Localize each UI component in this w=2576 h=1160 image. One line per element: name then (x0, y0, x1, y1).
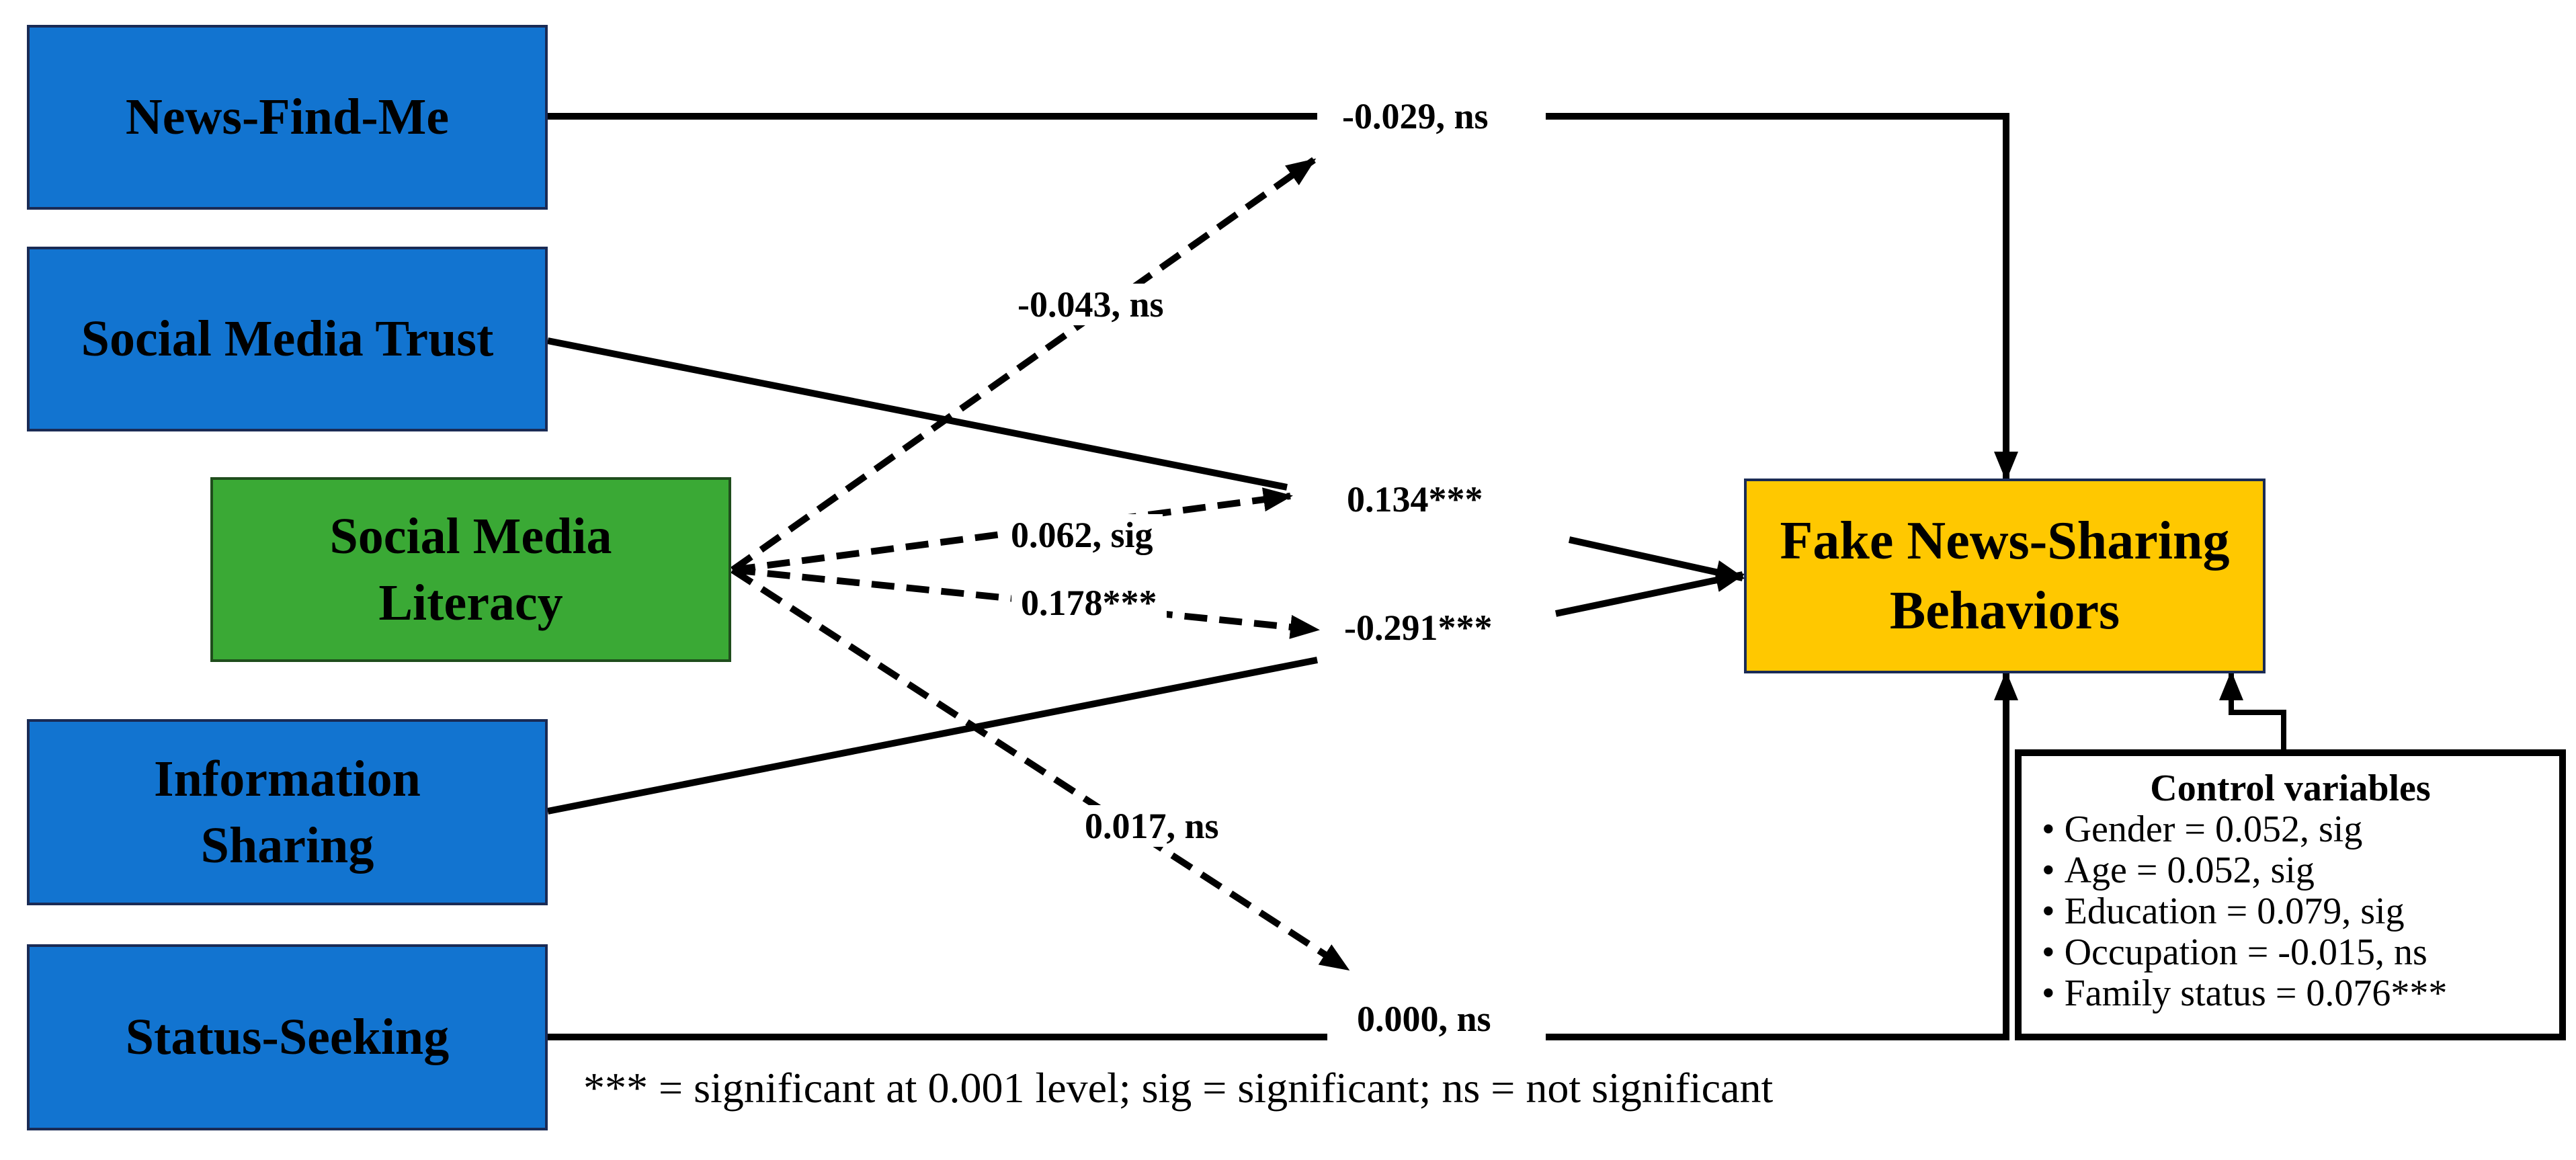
label-path-news-find-me: -0.029, ns (1333, 95, 1498, 138)
node-information-sharing: Information Sharing (27, 719, 548, 905)
node-status-seeking: Status-Seeking (27, 944, 548, 1130)
path-social-media-trust (547, 337, 1288, 491)
control-item-education: Education = 0.079, sig (2042, 891, 2559, 932)
label-moderation-status-seeking: 0.017, ns (1075, 805, 1229, 847)
path-information-sharing (547, 657, 1318, 815)
node-outcome-label-2: Behaviors (1889, 581, 2120, 640)
control-item-occupation: Occupation = -0.015, ns (2042, 932, 2559, 973)
moderation-news-find-me (731, 157, 1317, 573)
label-path-status-seeking: 0.000, ns (1347, 998, 1501, 1040)
label-path-information-sharing: -0.291*** (1335, 607, 1502, 649)
path-status-seeking-b (1546, 671, 2018, 1040)
label-path-social-media-trust: 0.134*** (1337, 479, 1493, 521)
moderation-status-seeking (731, 567, 1350, 972)
path-news-find-me-b (1546, 113, 2018, 481)
label-moderation-news-find-me: -0.043, ns (1008, 284, 1173, 326)
control-variables-box: Control variables Gender = 0.052, sig Ag… (2015, 749, 2566, 1040)
control-item-family-status: Family status = 0.076*** (2042, 973, 2559, 1014)
path-converge-upper (1568, 536, 1745, 584)
path-controls (2219, 671, 2286, 749)
control-item-gender: Gender = 0.052, sig (2042, 809, 2559, 850)
node-social-media-literacy-label-2: Literacy (378, 574, 563, 631)
node-social-media-literacy: Social Media Literacy (210, 477, 731, 662)
node-information-sharing-label-1: Information (154, 750, 421, 807)
node-outcome-label-1: Fake News-Sharing (1780, 511, 2230, 571)
label-moderation-social-media-trust: 0.062, sig (1001, 514, 1163, 556)
control-variables-title: Control variables (2150, 768, 2431, 809)
node-status-seeking-label: Status-Seeking (125, 1009, 450, 1066)
node-social-media-trust-label: Social Media Trust (81, 310, 494, 368)
node-information-sharing-label-2: Sharing (200, 817, 374, 874)
node-social-media-literacy-label-1: Social Media (329, 507, 612, 565)
control-item-age: Age = 0.052, sig (2042, 850, 2559, 891)
label-moderation-information-sharing: 0.178*** (1011, 582, 1167, 624)
significance-footnote: *** = significant at 0.001 level; sig = … (583, 1064, 1774, 1112)
node-fake-news-sharing-behaviors: Fake News-Sharing Behaviors (1744, 479, 2266, 673)
node-social-media-trust: Social Media Trust (27, 247, 548, 431)
node-news-find-me: News-Find-Me (27, 25, 548, 210)
node-news-find-me-label: News-Find-Me (125, 89, 450, 146)
path-converge-lower (1554, 568, 1745, 617)
